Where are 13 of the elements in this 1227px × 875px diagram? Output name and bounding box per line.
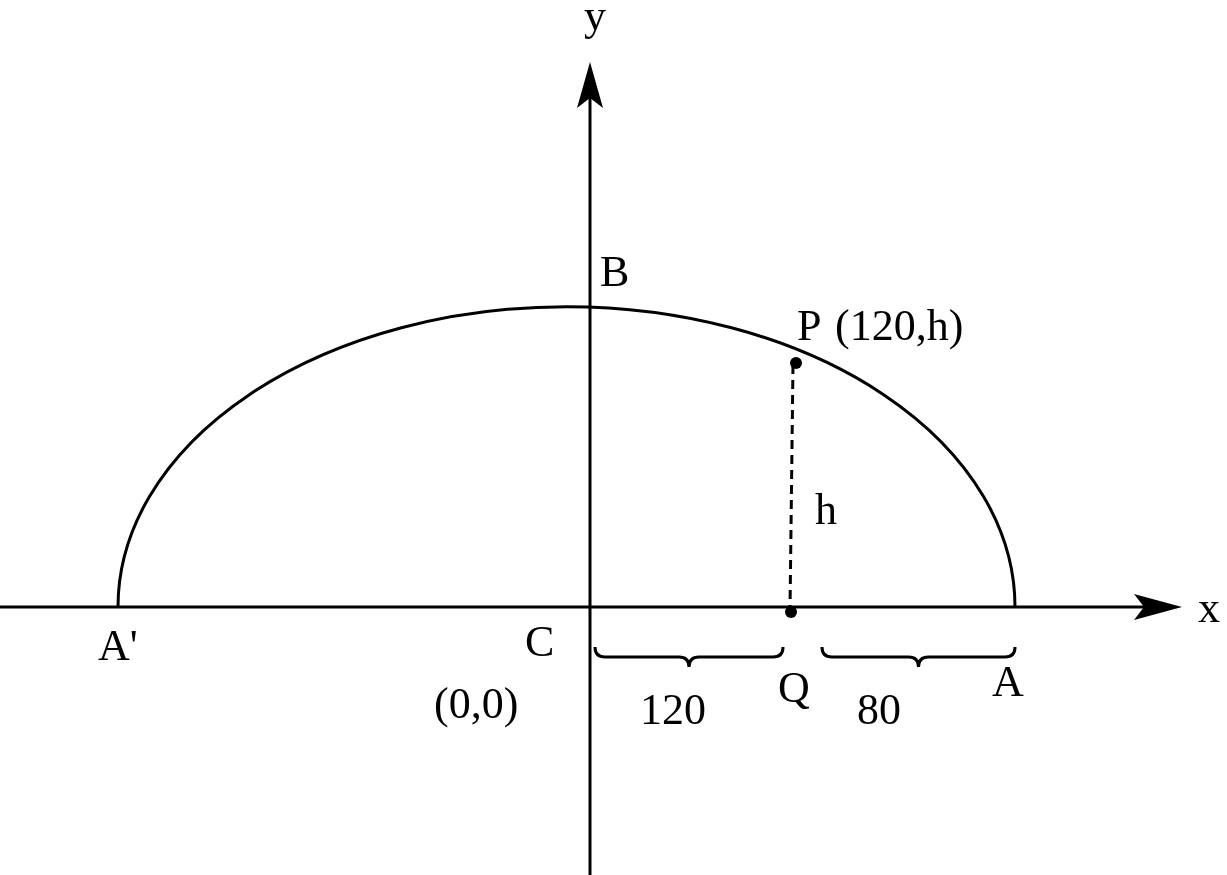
dimension-label: 120 (640, 688, 706, 732)
point-label: P (797, 304, 822, 348)
dimension-label: 80 (857, 688, 901, 732)
coordinate-label: (120,h) (835, 304, 964, 348)
axis-label: y (584, 0, 606, 38)
dimension-label: h (815, 488, 837, 532)
coordinate-label: (0,0) (434, 682, 519, 726)
point-label: A' (98, 624, 138, 668)
point-label: B (600, 250, 630, 294)
point-label: Q (778, 666, 810, 710)
point-label: C (525, 620, 555, 664)
point-label: A (992, 660, 1024, 704)
axis-label: x (1198, 586, 1220, 630)
